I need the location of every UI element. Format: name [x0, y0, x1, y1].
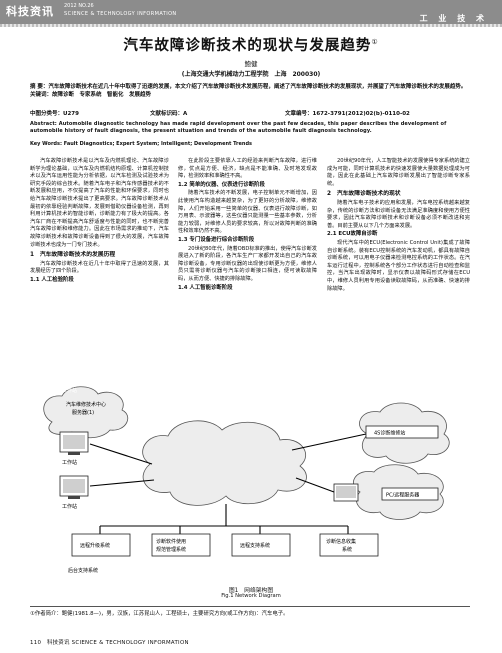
server-monitor-icon	[333, 483, 359, 502]
remote-cloud-title: 汽车维修工作站	[42, 387, 77, 394]
paragraph: 随着汽车电子技术的应用和发展，汽车电控系统越来越复杂，传统的诊断方法和诊断设备无…	[327, 199, 470, 229]
body-column-3: 20世纪90年代，人工智能技术的发展使得专家系统的建立成为可能，同时计算机技术的…	[327, 158, 470, 293]
remote-upgrade-system: 远程升级系统	[80, 542, 110, 549]
header-stripe-divider	[0, 24, 502, 27]
journal-logo: 科技资讯	[6, 5, 54, 18]
paragraph: 汽车故障诊断技术在近几十年中取得了迅速的发展，其发展经历了四个阶段。	[30, 260, 169, 275]
figure-caption-en: Fig.1 Network Diagram	[221, 593, 281, 599]
link-line	[89, 479, 155, 487]
link-line	[295, 477, 335, 493]
article-title: 汽车故障诊断技术的现状与发展趋势①	[0, 34, 502, 55]
body-column-1: 汽车故障诊断技术是以汽车及内燃机理论、汽车故障诊断学为理论基础，以汽车及内燃机结…	[30, 158, 169, 286]
system-box	[71, 533, 131, 557]
figure-caption-cn: 图1 网络架构图	[228, 588, 274, 594]
page-footer: 110 科技资讯 SCIENCE & TECHNOLOGY INFORMATIO…	[30, 640, 189, 646]
system-box	[151, 533, 211, 557]
software-management-system-line2: 规范管理系统	[156, 546, 186, 553]
network-diagram: 汽车维修技术中心 服务器(1) 工作站 工作站 4S诊断维修站 PC/远程服务器…	[42, 386, 450, 574]
body-column-2: 在此阶段主要依靠人工的经验来判断汽车故障，进行维修，优点是方便、经济，缺点是不能…	[178, 158, 317, 293]
journal-english-name: SCIENCE & TECHNOLOGY INFORMATION	[64, 11, 177, 17]
author-name: 鲍健	[244, 60, 258, 68]
link-line	[89, 443, 153, 465]
software-management-system: 诊断软件使用	[156, 538, 186, 545]
service-center-label: 汽车维修技术中心	[66, 401, 106, 408]
system-box	[319, 533, 379, 557]
internet-cloud	[142, 420, 307, 506]
paragraph: 汽车故障诊断技术是以汽车及内燃机理论、汽车故障诊断学为理论基础，以汽车及内燃机结…	[30, 158, 169, 248]
server-label: 服务器(1)	[72, 409, 94, 416]
section-heading: 2 汽车故障诊断技术的现状	[327, 191, 401, 198]
workstation-monitor-icon	[59, 431, 89, 455]
paragraph: 在此阶段主要依靠人工的经验来判断汽车故障，进行维修，优点是方便、经济，缺点是不能…	[178, 158, 317, 180]
keywords-english: Key Words: Fault Diagnostics; Expert Sys…	[30, 141, 253, 147]
info-collection-system: 诊断信息收集	[326, 538, 356, 545]
subsection-heading: 2.1 ECU故障自诊断	[327, 231, 378, 238]
workstation-label-b: 工作站	[62, 503, 77, 510]
section-category: 工 业 技 术	[419, 14, 488, 23]
4s-station-label: 4S诊断维修站	[374, 430, 405, 437]
paragraph: 现代汽车中的ECU(Electronic Control Unit)集成了故障自…	[327, 239, 470, 292]
paragraph: 随着汽车技术的不断发展，电子控制单元不断增加，因此使用汽车构造越来越复杂，为了更…	[178, 190, 317, 235]
article-title-text: 汽车故障诊断技术的现状与发展趋势	[123, 37, 372, 54]
article-number: 文章编号：1672-3791(2012)02(b)-0110-02	[285, 111, 410, 117]
workstation-monitor-icon	[59, 475, 89, 499]
keywords-cn: 关键词：故障诊断 专家系统 智能化 发展趋势	[30, 92, 152, 98]
workstation-label-a: 工作站	[62, 459, 77, 466]
remote-server-box	[381, 487, 439, 501]
issue-number: 2012 NO.26	[64, 3, 94, 9]
document-code: 文献标识码：A	[150, 111, 188, 117]
title-footnote-marker: ①	[371, 38, 379, 47]
info-collection-system-line2: 系统	[342, 546, 352, 553]
abstract-english: Abstract: Automobile diagnostic technolo…	[30, 121, 447, 134]
paragraph: 20世纪80年代，随着OBD标准的推出，使得汽车诊断发展进入了新的阶段，各汽车生…	[178, 245, 317, 282]
abstract-cn-text: 摘 要：汽车故障诊断技术在近几十年中取得了迅速的发展，本文介绍了汽车故障诊断技术…	[30, 84, 467, 90]
subsection-heading: 1.3 专门设备进行综合诊断阶段	[178, 236, 255, 243]
system-box	[231, 533, 291, 557]
remote-support-system: 远程支持系统	[240, 542, 270, 549]
paragraph: 20世纪90年代，人工智能技术的发展使得专家系统的建立成为可能，同时计算机技术的…	[327, 158, 470, 187]
subsection-heading: 1.1 人工检验阶段	[30, 276, 74, 283]
author-footnote: ①作者简介：鲍健(1981.8—)，男，汉族，江苏昆山人，工程硕士，主要研究方向…	[30, 606, 470, 617]
4s-station-box	[365, 425, 439, 439]
subsection-heading: 1.4 人工智能诊断阶段	[178, 284, 233, 291]
remote-server-label: PC/远程服务器	[386, 492, 419, 499]
backend-support-label: 后台支持系统	[68, 567, 98, 574]
clc-number: 中图分类号：U279	[30, 111, 79, 117]
abstract-chinese: 摘 要：汽车故障诊断技术在近几十年中取得了迅速的发展，本文介绍了汽车故障诊断技术…	[30, 83, 470, 99]
section-heading: 1 汽车故障诊断技术的发展历程	[30, 252, 116, 259]
journal-header-band	[0, 0, 502, 24]
subsection-heading: 1.2 简单的仪器、仪表进行诊断阶段	[178, 181, 265, 188]
author-affiliation: (上海交通大学机械动力工程学院 上海 200030)	[181, 71, 321, 78]
link-line	[291, 433, 367, 451]
